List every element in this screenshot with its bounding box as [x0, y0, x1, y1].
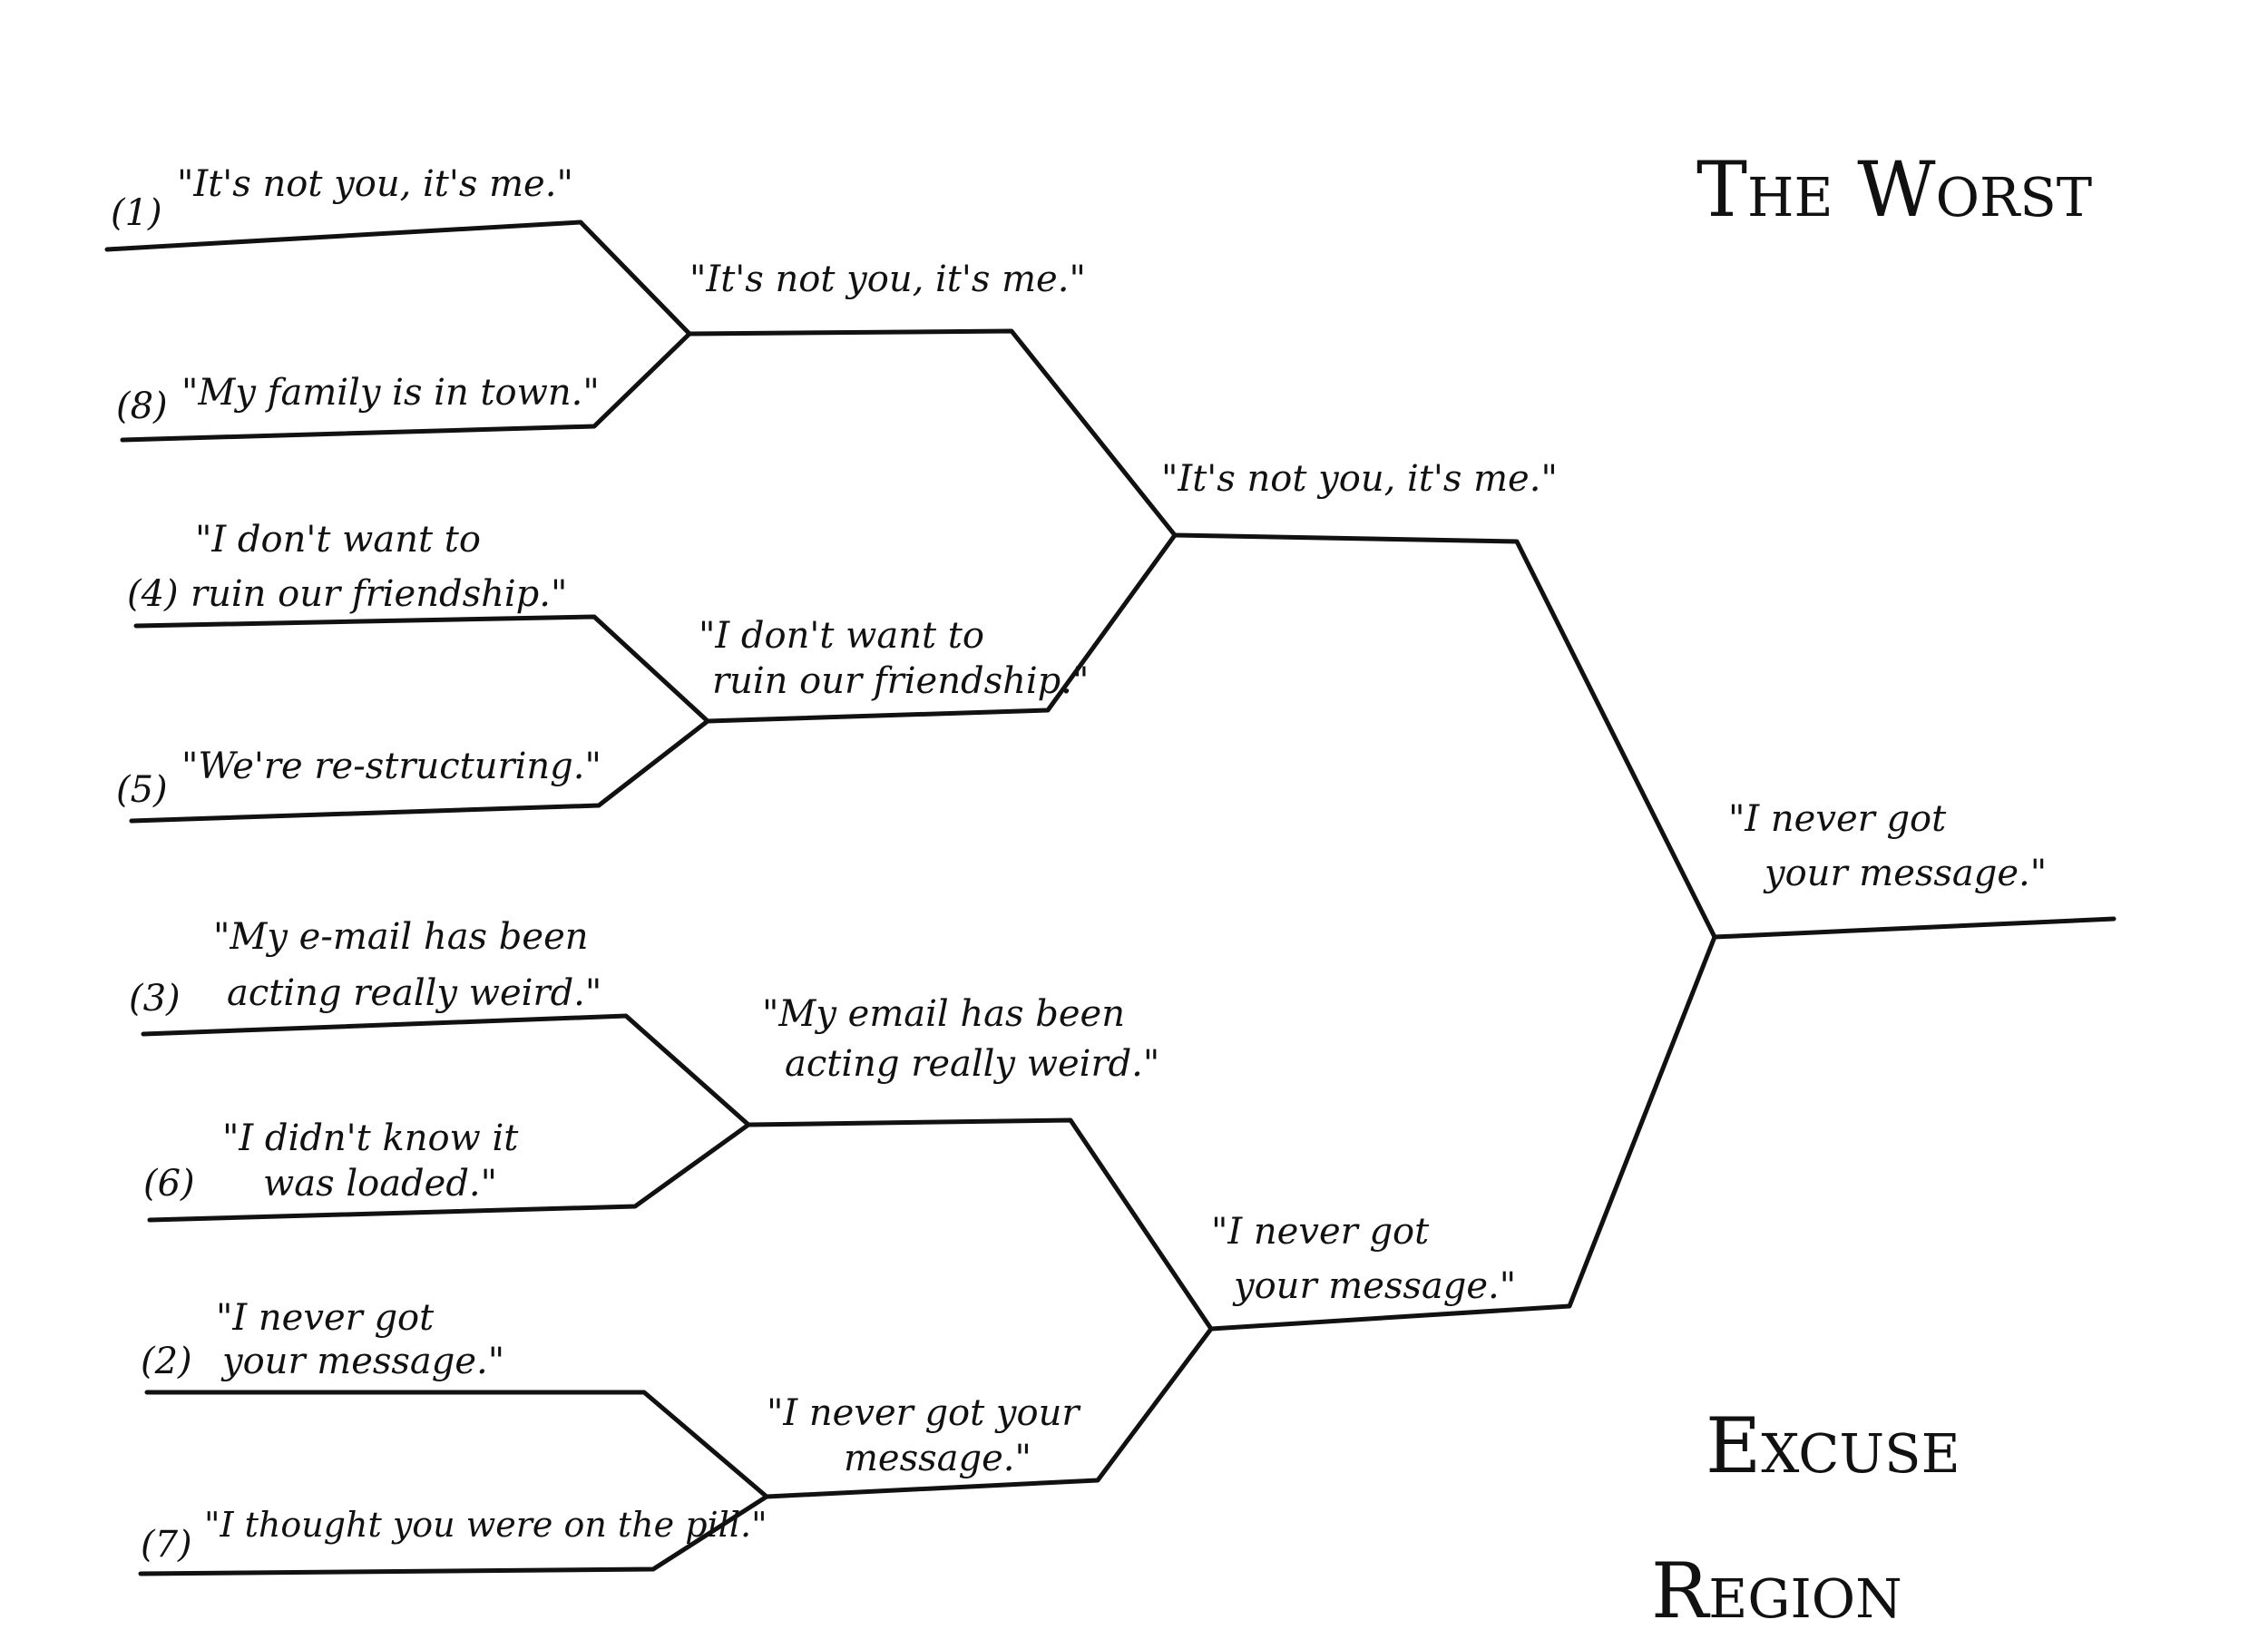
excuse-seed-4-line2: ruin our friendship."	[191, 573, 568, 615]
excuse-seed-6-line2: was loaded."	[263, 1163, 498, 1205]
excuse-seed-6-line1: "I didn't know it	[222, 1117, 519, 1159]
round2-winner-2-line1: "I don't want to	[699, 615, 984, 657]
seed-2: (2)	[141, 1341, 192, 1382]
round2-winner-4-line1: "I never got your	[767, 1392, 1080, 1434]
bracket-line-r3-bottom	[1208, 934, 1717, 1332]
bracket-line-seed-5	[129, 718, 710, 824]
round2-winner-3-line2: acting really weird."	[785, 1043, 1160, 1085]
excuse-seed-4-line1: "I don't want to	[195, 519, 481, 561]
excuse-seed-3-line1: "My e-mail has been	[213, 916, 589, 958]
title-the-worst: The Worst	[1696, 145, 2093, 234]
round3-winner-2-line1: "I never got	[1211, 1211, 1430, 1253]
bracket-line-r3-top	[1172, 532, 1717, 940]
bracket-line-seed-1	[104, 220, 692, 337]
excuse-seed-7: "I thought you were on the pill."	[204, 1505, 767, 1545]
bracket-line-seed-2	[144, 1390, 769, 1499]
bracket-line-r2-third	[746, 1117, 1214, 1332]
final-winner-line1: "I never got	[1728, 798, 1947, 840]
seed-4: (4)	[127, 573, 179, 615]
title-excuse: Excuse	[1706, 1401, 1960, 1490]
bracket-line-seed-8	[120, 331, 692, 443]
bracket-line-seed-3	[141, 1013, 751, 1127]
seed-6: (6)	[143, 1163, 195, 1205]
seed-7: (7)	[141, 1524, 192, 1566]
bracket-line-seed-4	[133, 614, 710, 724]
excuse-seed-1: "It's not you, it's me."	[177, 163, 573, 205]
round3-winner-2-line2: your message."	[1234, 1265, 1517, 1307]
round2-winner-1: "It's not you, it's me."	[689, 259, 1086, 300]
bracket-line-r2-top	[687, 328, 1178, 538]
round2-winner-3-line1: "My email has been	[762, 993, 1125, 1035]
excuse-seed-2-line2: your message."	[222, 1341, 505, 1382]
bracket-line-winner	[1712, 916, 2116, 940]
bracket-line-seed-7	[138, 1494, 769, 1576]
excuse-seed-2-line1: "I never got	[216, 1297, 435, 1339]
seed-1: (1)	[111, 192, 162, 234]
bracket-line-r2-second	[705, 532, 1178, 724]
seed-8: (8)	[116, 385, 168, 427]
seed-3: (3)	[129, 978, 181, 1020]
title-region: Region	[1651, 1547, 1902, 1635]
bracket-line-seed-6	[147, 1122, 751, 1223]
round3-winner-1: "It's not you, it's me."	[1161, 458, 1558, 500]
excuse-seed-5: "We're re-structuring."	[181, 746, 601, 787]
round2-winner-4-line2: message."	[844, 1438, 1031, 1479]
final-winner-line2: your message."	[1765, 853, 2048, 894]
seed-5: (5)	[116, 769, 168, 811]
bracket-line-r2-bottom	[764, 1326, 1214, 1499]
excuse-seed-3-line2: acting really weird."	[227, 972, 602, 1014]
excuse-seed-8: "My family is in town."	[181, 372, 600, 414]
round2-winner-2-line2: ruin our friendship."	[712, 660, 1090, 702]
